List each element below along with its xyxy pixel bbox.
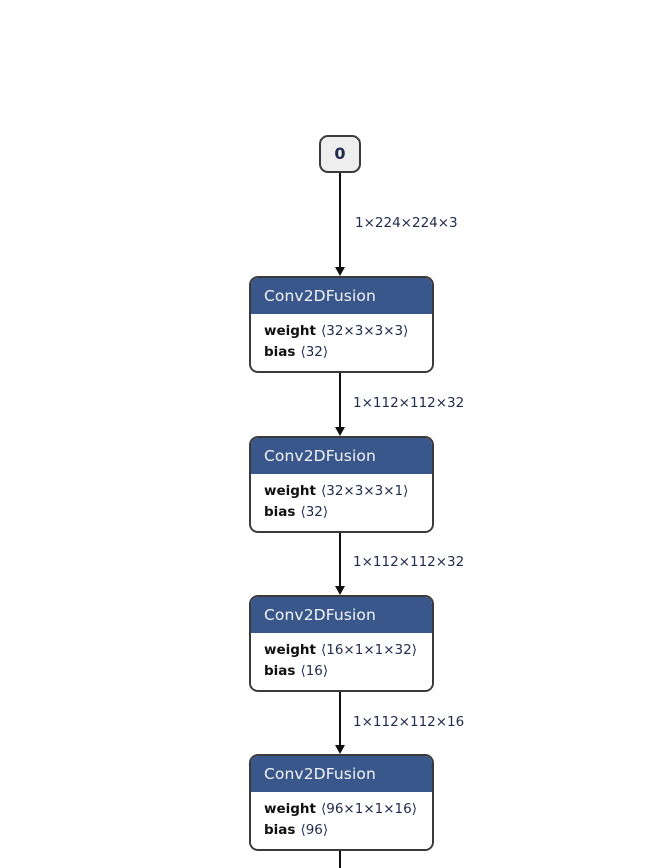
- edge-tensor-shape-label: 1×112×112×32: [353, 554, 465, 570]
- operator-node-attributes: weight⟨32×3×3×1⟩bias⟨32⟩: [251, 474, 432, 531]
- operator-attribute-row: weight⟨32×3×3×3⟩: [264, 321, 432, 342]
- edge-connector: [339, 365, 341, 427]
- edge-connector: [339, 684, 341, 745]
- operator-node-attributes: weight⟨32×3×3×3⟩bias⟨32⟩: [251, 314, 432, 371]
- operator-attribute-row: bias⟨32⟩: [264, 342, 432, 363]
- operator-attribute-name: weight: [264, 483, 316, 499]
- edge-tensor-shape-label: 1×112×112×16: [353, 714, 465, 730]
- operator-node-title: Conv2DFusion: [251, 597, 432, 633]
- operator-node-title: Conv2DFusion: [251, 278, 432, 314]
- operator-attribute-value: ⟨32⟩: [300, 504, 329, 520]
- operator-attribute-value: ⟨32⟩: [300, 344, 329, 360]
- operator-attribute-row: bias⟨96⟩: [264, 820, 432, 841]
- edge-arrowhead-icon: [335, 427, 345, 436]
- operator-attribute-row: weight⟨32×3×3×1⟩: [264, 481, 432, 502]
- operator-attribute-row: weight⟨16×1×1×32⟩: [264, 640, 432, 661]
- operator-attribute-value: ⟨96⟩: [300, 822, 329, 838]
- edge-tensor-shape-label: 1×112×112×32: [353, 395, 465, 411]
- edge-connector: [339, 843, 341, 868]
- edge-connector: [339, 173, 341, 267]
- operator-attribute-row: bias⟨32⟩: [264, 502, 432, 523]
- operator-attribute-value: ⟨16⟩: [300, 663, 329, 679]
- graph-input-node[interactable]: 0: [319, 135, 361, 173]
- operator-attribute-value: ⟨32×3×3×1⟩: [320, 483, 409, 499]
- edge-arrowhead-icon: [335, 745, 345, 754]
- operator-attribute-row: bias⟨16⟩: [264, 661, 432, 682]
- edge-arrowhead-icon: [335, 586, 345, 595]
- edge-arrowhead-icon: [335, 267, 345, 276]
- operator-node-title: Conv2DFusion: [251, 756, 432, 792]
- edge-tensor-shape-label: 1×224×224×3: [355, 215, 458, 231]
- operator-node-title: Conv2DFusion: [251, 438, 432, 474]
- operator-attribute-name: weight: [264, 801, 316, 817]
- operator-attribute-value: ⟨16×1×1×32⟩: [320, 642, 417, 658]
- graph-input-node-label: 0: [334, 144, 346, 163]
- operator-node-attributes: weight⟨96×1×1×16⟩bias⟨96⟩: [251, 792, 432, 849]
- operator-attribute-name: bias: [264, 504, 296, 520]
- operator-attribute-name: weight: [264, 642, 316, 658]
- operator-attribute-row: weight⟨96×1×1×16⟩: [264, 799, 432, 820]
- operator-attribute-name: bias: [264, 822, 296, 838]
- operator-node-attributes: weight⟨16×1×1×32⟩bias⟨16⟩: [251, 633, 432, 690]
- operator-attribute-name: bias: [264, 663, 296, 679]
- operator-attribute-value: ⟨96×1×1×16⟩: [320, 801, 417, 817]
- edge-connector: [339, 525, 341, 586]
- operator-attribute-name: bias: [264, 344, 296, 360]
- operator-attribute-value: ⟨32×3×3×3⟩: [320, 323, 409, 339]
- operator-attribute-name: weight: [264, 323, 316, 339]
